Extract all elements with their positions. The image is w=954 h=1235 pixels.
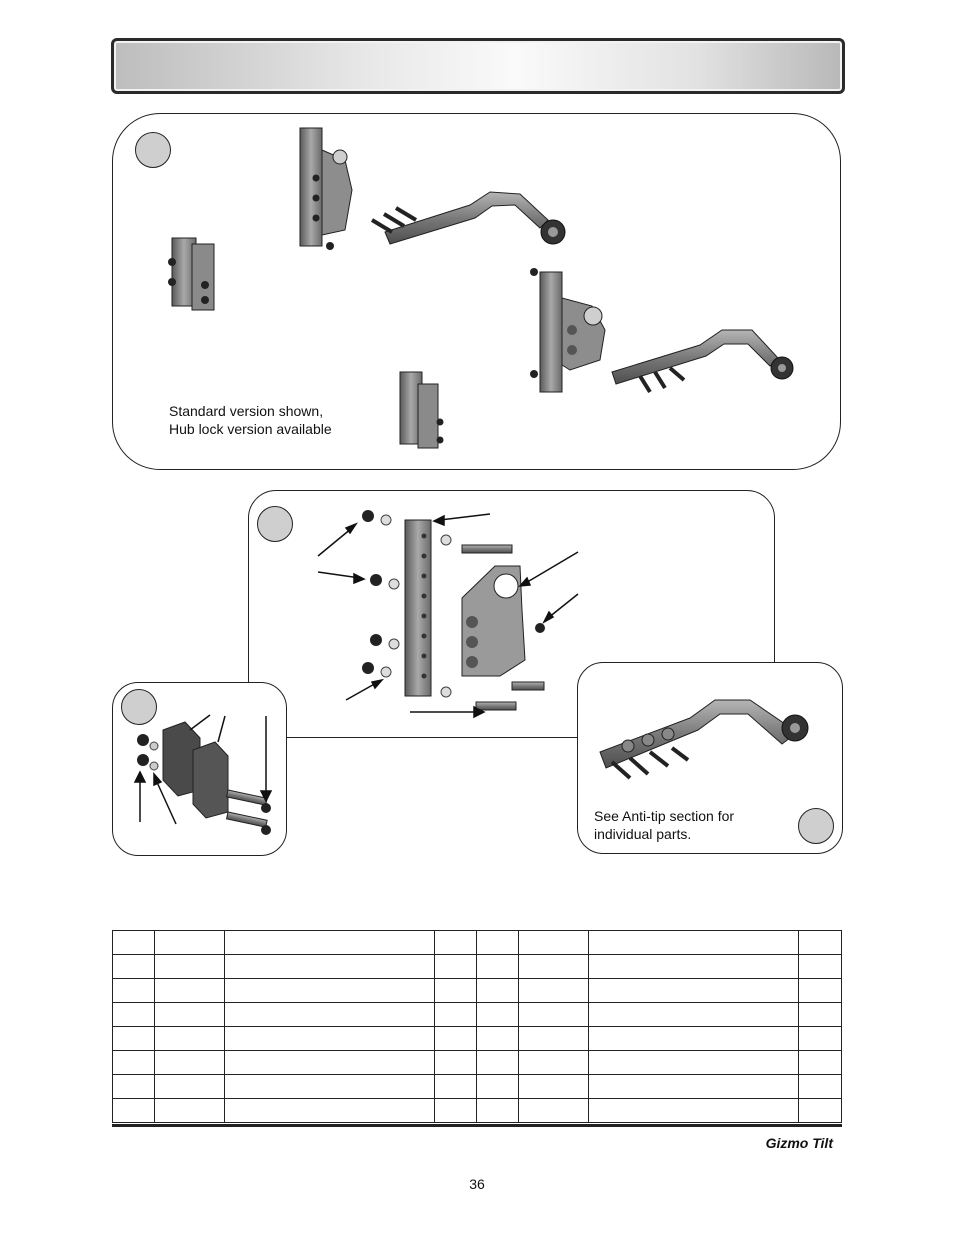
clamp-part-icon — [168, 237, 215, 311]
callout-arrows — [317, 513, 579, 719]
table-cell — [476, 1098, 519, 1123]
table-cell — [518, 1002, 589, 1027]
table-cell — [588, 1026, 799, 1051]
anti-tip-arm-icon — [370, 191, 566, 245]
table-cell — [112, 1074, 155, 1099]
table-cell — [518, 1026, 589, 1051]
table-cell — [434, 1098, 477, 1123]
overview-panel: Standard version shown, Hub lock version… — [112, 113, 841, 470]
table-cell — [798, 1098, 842, 1123]
table-cell — [588, 930, 799, 955]
table-cell — [798, 1002, 842, 1027]
table-cell — [224, 930, 435, 955]
table-row — [112, 1050, 842, 1075]
table-cell — [588, 1098, 799, 1123]
table-cell — [518, 954, 589, 979]
table-cell — [434, 930, 477, 955]
table-cell — [434, 1074, 477, 1099]
bracket-part-icon-2 — [530, 268, 606, 393]
table-cell — [476, 1002, 519, 1027]
table-cell — [154, 1098, 225, 1123]
table-cell — [798, 1050, 842, 1075]
page-number: 36 — [469, 1176, 485, 1192]
callout-badge-c — [121, 689, 157, 725]
table-row — [112, 1074, 842, 1099]
table-cell — [112, 1098, 155, 1123]
anti-tip-panel: See Anti-tip section for individual part… — [577, 662, 843, 854]
table-cell — [154, 1002, 225, 1027]
table-cell — [224, 1098, 435, 1123]
table-cell — [588, 954, 799, 979]
callout-badge-d — [798, 808, 834, 844]
table-cell — [518, 978, 589, 1003]
table-cell — [154, 1026, 225, 1051]
table-cell — [518, 1050, 589, 1075]
table-cell — [798, 930, 842, 955]
table-cell — [154, 954, 225, 979]
clamp-part-icon-2 — [399, 371, 444, 449]
table-cell — [518, 1074, 589, 1099]
table-cell — [476, 930, 519, 955]
table-cell — [154, 930, 225, 955]
table-cell — [476, 1074, 519, 1099]
table-cell — [476, 1050, 519, 1075]
table-cell — [476, 978, 519, 1003]
anti-tip-arm-detail-icon — [599, 699, 809, 780]
table-row — [112, 954, 842, 979]
table-cell — [798, 978, 842, 1003]
table-cell — [588, 978, 799, 1003]
table-cell — [112, 954, 155, 979]
exploded-bracket-icon — [362, 510, 545, 711]
callout-badge-b — [257, 506, 293, 542]
parts-list-table — [112, 930, 842, 1123]
table-cell — [112, 930, 155, 955]
table-row — [112, 1098, 842, 1123]
table-cell — [434, 1050, 477, 1075]
table-cell — [798, 1074, 842, 1099]
table-cell — [154, 978, 225, 1003]
table-cell — [588, 1050, 799, 1075]
table-cell — [154, 1074, 225, 1099]
anti-tip-arm-icon-2 — [611, 329, 794, 394]
table-cell — [154, 1050, 225, 1075]
table-cell — [476, 1026, 519, 1051]
table-row — [112, 930, 842, 955]
table-cell — [798, 954, 842, 979]
table-row — [112, 1002, 842, 1027]
table-row — [112, 1026, 842, 1051]
bracket-part-icon — [299, 127, 353, 250]
table-cell — [112, 1002, 155, 1027]
table-cell — [224, 978, 435, 1003]
table-cell — [112, 978, 155, 1003]
table-cell — [224, 1026, 435, 1051]
table-cell — [518, 1098, 589, 1123]
table-cell — [112, 1026, 155, 1051]
table-cell — [588, 1074, 799, 1099]
table-cell — [588, 1002, 799, 1027]
anti-tip-caption: See Anti-tip section for individual part… — [594, 808, 735, 842]
table-cell — [434, 954, 477, 979]
table-cell — [798, 1026, 842, 1051]
table-cell — [518, 930, 589, 955]
table-cell — [224, 1050, 435, 1075]
table-cell — [224, 1074, 435, 1099]
table-cell — [224, 954, 435, 979]
table-cell — [434, 1026, 477, 1051]
footer-rule — [112, 1124, 842, 1127]
table-cell — [434, 1002, 477, 1027]
overview-caption: Standard version shown, Hub lock version… — [169, 403, 332, 437]
section-title-bar — [111, 38, 845, 94]
parts-list-body — [112, 930, 842, 1123]
brand-name: Gizmo Tilt — [765, 1135, 833, 1151]
table-cell — [224, 1002, 435, 1027]
clamp-callout-arrows — [133, 714, 273, 825]
table-cell — [434, 978, 477, 1003]
table-cell — [476, 954, 519, 979]
table-cell — [112, 1050, 155, 1075]
callout-badge-a — [135, 132, 171, 168]
table-row — [112, 978, 842, 1003]
clamp-detail-icon — [137, 721, 271, 835]
